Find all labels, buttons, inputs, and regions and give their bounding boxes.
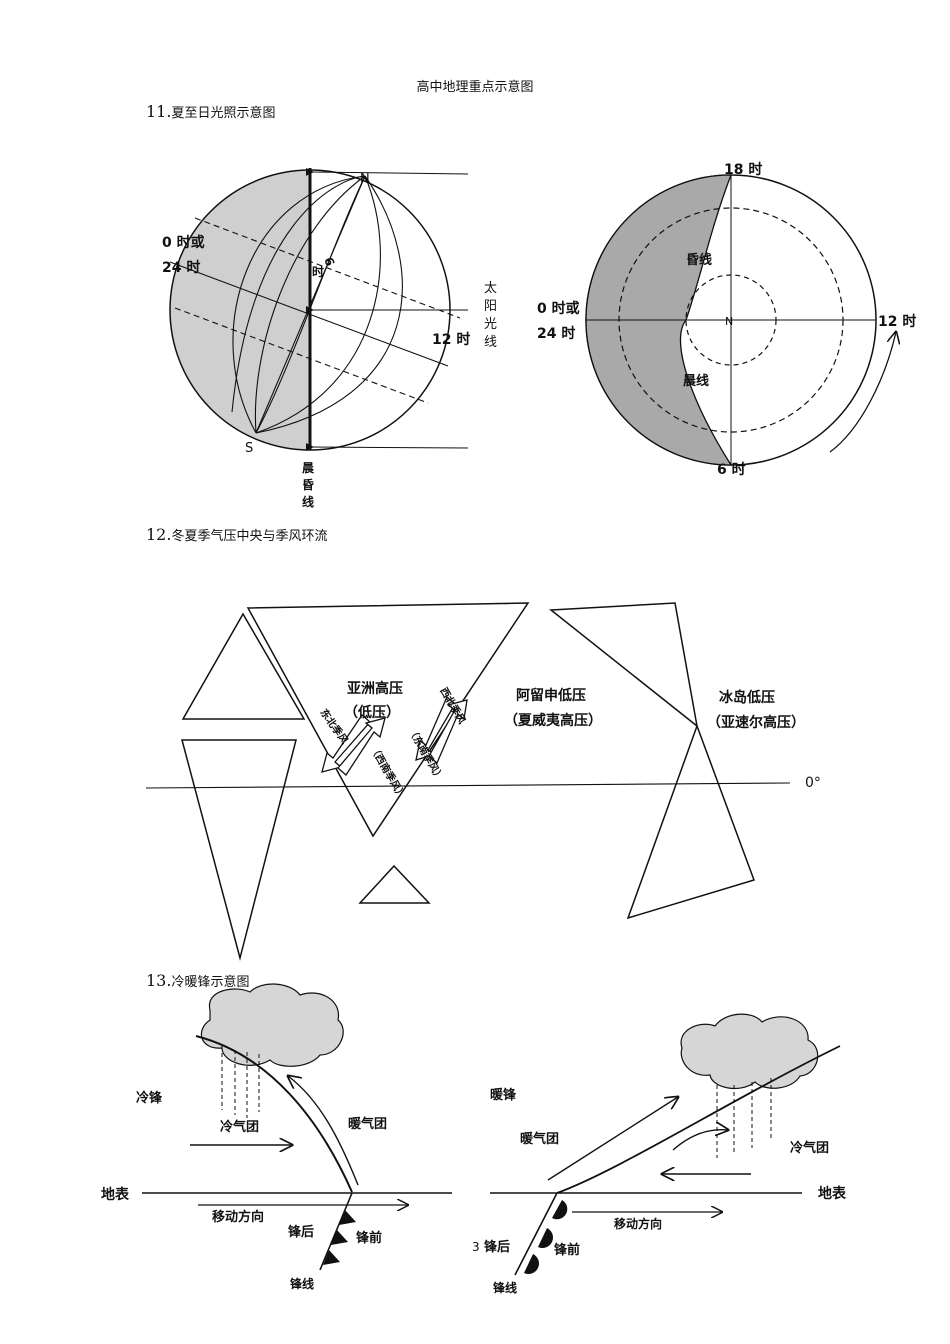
front-line-label: 锋线 (493, 1280, 517, 1295)
direction-label: 移动方向 (212, 1209, 264, 1225)
time6-unit: 时 (312, 264, 324, 279)
behind-label: 锋后 (484, 1239, 510, 1255)
time24-label: 24 时 (162, 259, 200, 276)
south-america-shape (626, 725, 755, 920)
asia-high-label: 亚洲高压 (347, 680, 403, 697)
iceland-low-label: 冰岛低压 (719, 689, 775, 706)
aleutian-low-paren: （夏威夷高压） (504, 712, 602, 729)
rain-lines (221, 1046, 260, 1118)
section-13-heading: 13.冷暖锋示意图 (146, 971, 249, 990)
fig11-polar: 18 时 0 时或 24 时 12 时 6 时 昏线 晨线 N (537, 161, 916, 478)
ne-monsoon-arrow (321, 714, 371, 773)
asia-high-paren: （低压） (344, 704, 400, 721)
sun-rays (305, 167, 469, 451)
page-number: 3 (472, 1240, 480, 1254)
north-label: N (360, 172, 370, 187)
time18-label: 18 时 (724, 161, 762, 178)
sw-monsoon-label: （西南季风） (367, 743, 408, 801)
section-11-heading: 11.夏至日光照示意图 (146, 102, 275, 121)
ahead-label: 锋前 (356, 1230, 382, 1246)
ahead-label: 锋前 (554, 1242, 580, 1258)
cloud-icon (200, 983, 344, 1067)
lifting-arrow (672, 1130, 728, 1151)
section-number: 13. (146, 971, 172, 990)
section-title: 冷暖锋示意图 (171, 975, 250, 990)
fig13-cold-front: 冷锋 冷气团 暖气团 地表 移动方向 锋后 锋前 锋线 (101, 983, 452, 1291)
iceland-low-paren: （亚速尔高压） (707, 714, 805, 731)
cold-front-title: 冷锋 (136, 1090, 163, 1106)
document-title: 高中地理重点示意图 (416, 80, 534, 95)
time0-label: 0 时或 (162, 234, 205, 251)
north-america-shape (548, 602, 699, 728)
cold-mass-label: 冷气团 (790, 1140, 829, 1156)
warm-air-arrow (288, 1076, 359, 1186)
section-title: 夏至日光照示意图 (171, 106, 276, 121)
north-pole-label: N (725, 315, 733, 328)
aleutian-low-label: 阿留申低压 (516, 687, 586, 704)
front-line (514, 1192, 558, 1276)
sunlight-char: 线 (484, 335, 497, 350)
sw-monsoon-arrow (337, 717, 386, 776)
shape-triangle (181, 739, 297, 961)
sunlight-char: 光 (484, 317, 497, 332)
ground-label: 地表 (818, 1185, 847, 1202)
fig11-globe: N S 0 时或 24 时 6 时 12 时 太 阳 光 线 晨 昏 线 (162, 167, 497, 509)
front-line-label: 锋线 (290, 1276, 314, 1291)
front-line (319, 1192, 353, 1271)
terminator-char: 晨 (302, 461, 315, 475)
cold-mass-label: 冷气团 (220, 1119, 259, 1135)
front-surface (556, 1045, 841, 1194)
cold-front-triangles (323, 1210, 356, 1265)
time6-label: 6 时 (717, 461, 746, 478)
equator-line (145, 782, 791, 789)
warm-mass-label: 暖气团 (520, 1131, 559, 1147)
time24-label: 24 时 (537, 325, 575, 342)
time12-label: 12 时 (878, 313, 916, 330)
direction-label: 移动方向 (614, 1216, 662, 1231)
terminator-char: 昏 (302, 477, 314, 492)
front-surface (195, 1035, 353, 1193)
section-number: 11. (146, 102, 172, 121)
section-12-heading: 12.冬夏季气压中央与季风环流 (146, 525, 327, 544)
section-title: 冬夏季气压中央与季风环流 (171, 529, 328, 544)
warm-front-title: 暖锋 (490, 1087, 517, 1103)
shape-triangle (181, 612, 306, 720)
ground-label: 地表 (101, 1186, 130, 1203)
sunlight-char: 太 (484, 281, 497, 296)
cloud-icon (680, 1013, 819, 1090)
time12-label: 12 时 (432, 331, 470, 348)
fig12-continents (181, 602, 755, 961)
rotation-arrow (829, 332, 896, 453)
meridians (231, 175, 403, 434)
south-label: S (245, 441, 253, 456)
terminator-char: 线 (302, 494, 314, 509)
monsoon-arrows (321, 695, 468, 776)
nw-monsoon-arrow (428, 699, 468, 765)
sunlight-char: 阳 (484, 299, 497, 314)
warm-front-semicircles (524, 1200, 568, 1275)
fig13-warm-front: 暖锋 暖气团 冷气团 地表 移动方向 3 锋后 锋前 锋线 (472, 1013, 847, 1295)
dusk-label: 昏线 (686, 252, 712, 268)
behind-label: 锋后 (288, 1224, 314, 1240)
equator-label: 0° (805, 775, 821, 791)
shape-triangle (358, 864, 431, 904)
section-number: 12. (146, 525, 172, 544)
rain-lines (716, 1078, 772, 1158)
dawn-label: 晨线 (683, 373, 709, 389)
warm-mass-label: 暖气团 (348, 1116, 387, 1132)
time0-label: 0 时或 (537, 300, 580, 317)
se-monsoon-arrow (415, 695, 456, 761)
warm-air-arrow (547, 1097, 678, 1181)
